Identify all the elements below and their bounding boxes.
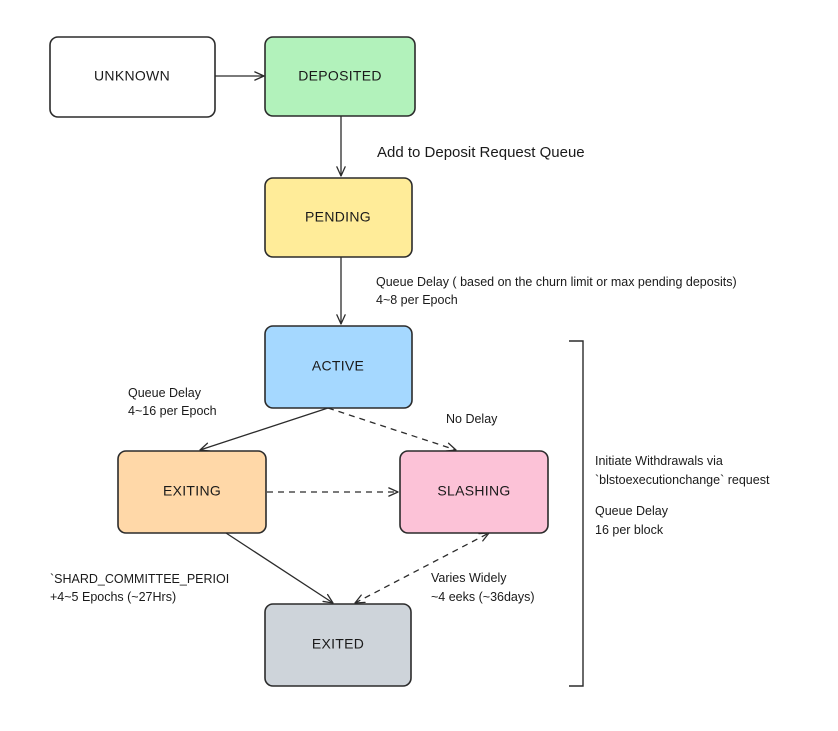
edge-slashing-exited: [354, 532, 490, 604]
node-exiting-box: [117, 450, 267, 534]
label-withdrawals-delay-line2: 16 per block: [595, 523, 664, 537]
node-exiting[interactable]: EXITING: [117, 450, 267, 534]
node-deposited-box: [264, 36, 416, 117]
label-no-delay: No Delay: [446, 412, 498, 426]
label-varies-line1: Varies Widely: [431, 571, 507, 585]
edge-exiting-to-exited: [225, 532, 334, 604]
label-pending-delay-line1: Queue Delay ( based on the churn limit o…: [376, 275, 737, 289]
node-unknown-box: [49, 36, 216, 118]
label-varies-line2: ~4 eeks (~36days): [431, 590, 535, 604]
label-pending-delay-line2: 4~8 per Epoch: [376, 293, 458, 307]
node-exited-label: EXITED: [312, 636, 364, 652]
node-unknown[interactable]: UNKNOWN: [49, 36, 216, 118]
node-active-box: [264, 325, 413, 409]
withdrawal-bracket: [569, 340, 584, 687]
label-deposit-queue: Add to Deposit Request Queue: [377, 144, 585, 161]
node-deposited-label: DEPOSITED: [298, 68, 382, 84]
node-exited[interactable]: EXITED: [264, 603, 412, 687]
node-pending-label: PENDING: [305, 209, 371, 225]
node-deposited[interactable]: DEPOSITED: [264, 36, 416, 117]
label-withdrawals-line1: Initiate Withdrawals via: [595, 454, 723, 468]
label-exit-delay-line1: Queue Delay: [128, 386, 202, 400]
edge-active-to-exiting: [199, 407, 329, 452]
label-exit-delay-line2: 4~16 per Epoch: [128, 404, 217, 418]
label-withdrawals-line2: `blstoexecutionchange` request: [595, 473, 770, 487]
node-exited-box: [264, 603, 412, 687]
label-shard-period-line2: +4~5 Epochs (~27Hrs): [50, 590, 176, 604]
node-active[interactable]: ACTIVE: [264, 325, 413, 409]
node-active-label: ACTIVE: [312, 358, 364, 374]
edges: [199, 71, 490, 604]
label-withdrawals-delay-line1: Queue Delay: [595, 504, 669, 518]
node-slashing-box: [399, 450, 549, 534]
edge-active-to-slashing: [327, 407, 457, 452]
node-slashing-label: SLASHING: [437, 483, 510, 499]
node-pending[interactable]: PENDING: [264, 177, 413, 258]
label-shard-period-line1: `SHARD_COMMITTEE_PERIOI: [50, 572, 229, 586]
node-pending-box: [264, 177, 413, 258]
node-slashing[interactable]: SLASHING: [399, 450, 549, 534]
node-exiting-label: EXITING: [163, 483, 221, 499]
node-unknown-label: UNKNOWN: [94, 68, 170, 84]
